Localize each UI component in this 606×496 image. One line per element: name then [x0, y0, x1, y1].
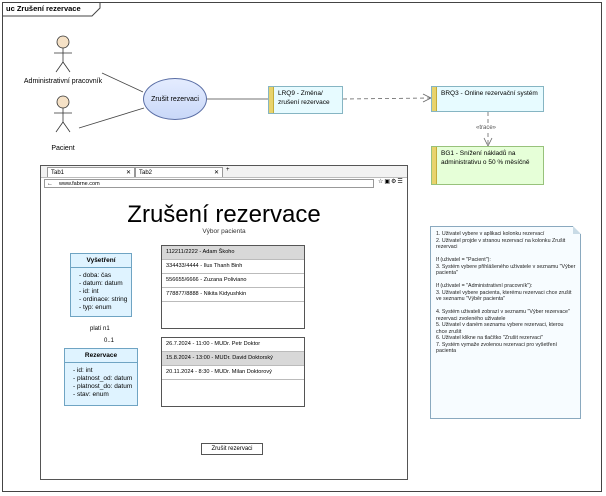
goal-bg1-text: BG1 - Snížení nákladů na administrativu … — [441, 150, 530, 166]
class-attribute: - typ: enum — [79, 304, 112, 311]
note-line: If (uživatel = "Pacient"): — [436, 257, 491, 263]
requirement-brq3-text: BRQ3 - Online rezervační systém — [441, 90, 538, 97]
diagram-frame — [2, 2, 602, 492]
note-line: 4. Systém uživateli zobrazí v seznamu "V… — [436, 309, 570, 322]
class-rezervace[interactable]: Rezervace - id: int- platnost_od: datum-… — [64, 348, 138, 406]
address-text: www.fabrne.com — [59, 181, 100, 187]
goal-bg1[interactable]: BG1 - Snížení nákladů na administrativu … — [431, 146, 544, 185]
requirement-lrq9-text: LRQ9 - Změna/ zrušení rezervace — [278, 90, 330, 106]
class-rezervace-name: Rezervace — [65, 349, 137, 363]
note-line: 1. Uživatel vybere v aplikaci kolonku re… — [436, 231, 545, 237]
note-line: 3. Uživatel vybere pacienta, kterému rez… — [436, 289, 572, 303]
scenario-note-body: 1. Uživatel vybere v aplikaci kolonku re… — [436, 231, 576, 355]
note-line: 2. Uživatel projde v stranou rezervací n… — [436, 237, 566, 251]
class-attribute: - platnost_od: datum — [73, 375, 133, 382]
class-attribute: - doba: čas — [79, 272, 112, 279]
class-vysetreni[interactable]: Vyšetření - doba: čas- datum: datum- id:… — [70, 253, 132, 317]
new-tab-button[interactable]: + — [226, 167, 230, 173]
actor-patient-label: Pacient — [51, 145, 75, 152]
page-title: Zrušení rezervace — [127, 201, 321, 228]
class-attribute: - id: int — [79, 288, 99, 295]
association-multiplicity: 0..1 — [104, 338, 115, 344]
class-vysetreni-name: Vyšetření — [71, 254, 131, 268]
requirement-brq3[interactable]: BRQ3 - Online rezervační systém — [431, 86, 544, 112]
reservation-list-item[interactable]: 15.8.2024 - 13:00 - MUDr. David Doktorsk… — [162, 352, 304, 366]
cancel-reservation-button[interactable]: Zrušit rezervaci — [201, 443, 263, 455]
tab-2-close-icon[interactable]: ✕ — [213, 170, 219, 176]
class-attribute: - platnost_do: datum — [73, 383, 133, 390]
class-attribute: - ordinace: string — [79, 296, 128, 303]
tab-bar: Tab1 ✕ Tab2 ✕ + — [41, 166, 407, 178]
tab-1-label: Tab1 — [51, 170, 65, 176]
trace-label: «trace» — [476, 125, 497, 131]
note-line: 7. Systém vymaže zvolenou rezervaci pro … — [436, 341, 557, 355]
page-subtitle: Výbor pacienta — [202, 228, 246, 235]
note-line: 5. Uživatel v daném seznamu vybere rezer… — [436, 322, 564, 335]
tab-2-label: Tab2 — [139, 170, 153, 176]
tab-1-close-icon[interactable]: ✕ — [125, 170, 131, 176]
scenario-note: 1. Uživatel vybere v aplikaci kolonku re… — [430, 226, 581, 419]
tab-2[interactable]: Tab2 ✕ — [135, 167, 223, 177]
reservation-list-item[interactable]: 26.7.2024 - 11:00 - MUDr. Petr Doktor — [162, 338, 304, 352]
frame-title: uc Zrušení rezervace — [6, 4, 81, 13]
association-role: platí n1 — [90, 326, 110, 332]
patient-list-item[interactable]: 334433/4444 - Ilus Thanh Binh — [162, 260, 304, 274]
note-line: If (uživatel = "Administrativní pracovní… — [436, 283, 533, 289]
class-attribute: - id: int — [73, 367, 93, 374]
note-line: 6. Uživatel klikne na tlačítko "Zrušit r… — [436, 335, 543, 341]
reservation-list-item[interactable]: 20.11.2024 - 8:30 - MUDr. Milan Doktorov… — [162, 366, 304, 380]
use-case-cancel-reservation[interactable]: Zrušit rezervaci — [143, 78, 207, 120]
class-attribute: - datum: datum — [79, 280, 123, 287]
browser-toolbar-icons[interactable]: ☆▣⚙☰ — [378, 179, 404, 185]
patient-list-item[interactable]: 778877/8888 - Nikita Kidyushkin — [162, 288, 304, 302]
browser-window: Tab1 ✕ Tab2 ✕ + ← www.fabrne.com ☆▣⚙☰ Zr… — [40, 165, 408, 480]
address-bar[interactable]: ← www.fabrne.com — [44, 179, 374, 188]
back-arrow-icon[interactable]: ← — [47, 181, 53, 187]
class-attribute: - stav: enum — [73, 391, 109, 398]
note-line: 3. Systém vybere přihlášeného uživatele … — [436, 263, 576, 277]
patient-list-item[interactable]: 112211/2222 - Adam Škoho — [162, 246, 304, 260]
tab-1[interactable]: Tab1 ✕ — [47, 167, 135, 177]
requirement-lrq9[interactable]: LRQ9 - Změna/ zrušení rezervace — [268, 86, 343, 114]
patient-list-item[interactable]: 556655/6666 - Zuzana Poliviano — [162, 274, 304, 288]
actor-admin-label: Administrativní pracovník — [23, 78, 103, 85]
